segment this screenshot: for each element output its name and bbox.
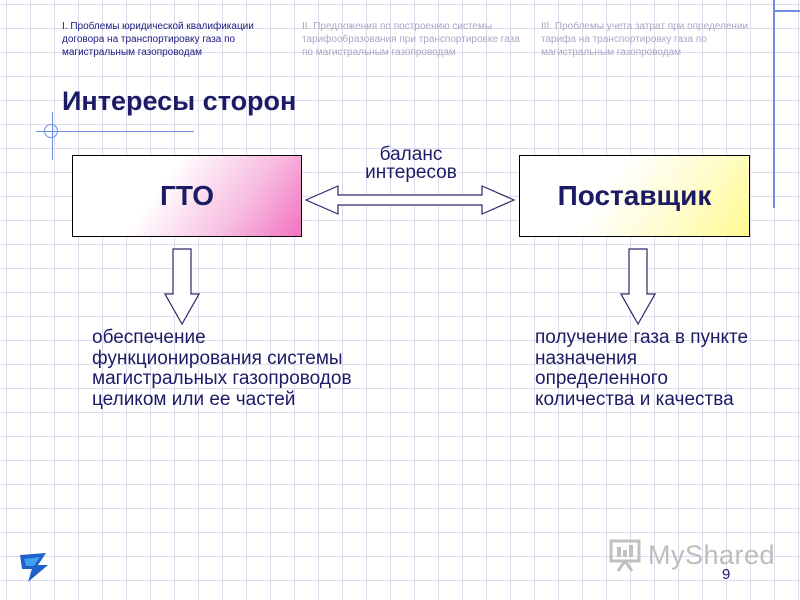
gto-interest-text: обеспечение функционирования системы маг…	[92, 327, 352, 410]
supplier-box: Поставщик	[519, 155, 750, 237]
nav-item-cost-accounting[interactable]: III. Проблемы учета затрат при определен…	[541, 21, 749, 58]
frame-line-horizontal	[773, 10, 800, 12]
brand-logo-icon	[20, 553, 48, 582]
down-arrow-right-icon	[620, 248, 656, 326]
balance-label-line1: баланс	[379, 144, 443, 165]
gto-label: ГТО	[159, 180, 215, 211]
myshared-watermark: MyShared	[608, 538, 775, 572]
slide-title: Интересы сторон	[62, 86, 297, 116]
title-deco-circle	[44, 124, 58, 138]
page-number: 9	[722, 566, 731, 583]
balance-label-line2: интересов	[365, 162, 457, 183]
down-arrow-left-icon	[164, 248, 200, 326]
frame-line-vertical	[773, 0, 775, 208]
balance-label: баланс интересов	[350, 144, 472, 183]
double-arrow-icon	[304, 185, 516, 215]
watermark-text: MyShared	[648, 539, 776, 570]
nav-item-legal-qualification[interactable]: I. Проблемы юридической квалификации дог…	[62, 21, 254, 58]
gto-box: ГТО	[72, 155, 302, 237]
supplier-label: Поставщик	[557, 180, 712, 211]
title-deco-line-horizontal	[36, 131, 194, 132]
supplier-interest-text: получение газа в пункте назначения опред…	[535, 327, 749, 410]
presentation-board-icon	[609, 539, 641, 572]
nav-item-tariff-proposals[interactable]: II. Предложения по построению системы та…	[302, 21, 520, 58]
